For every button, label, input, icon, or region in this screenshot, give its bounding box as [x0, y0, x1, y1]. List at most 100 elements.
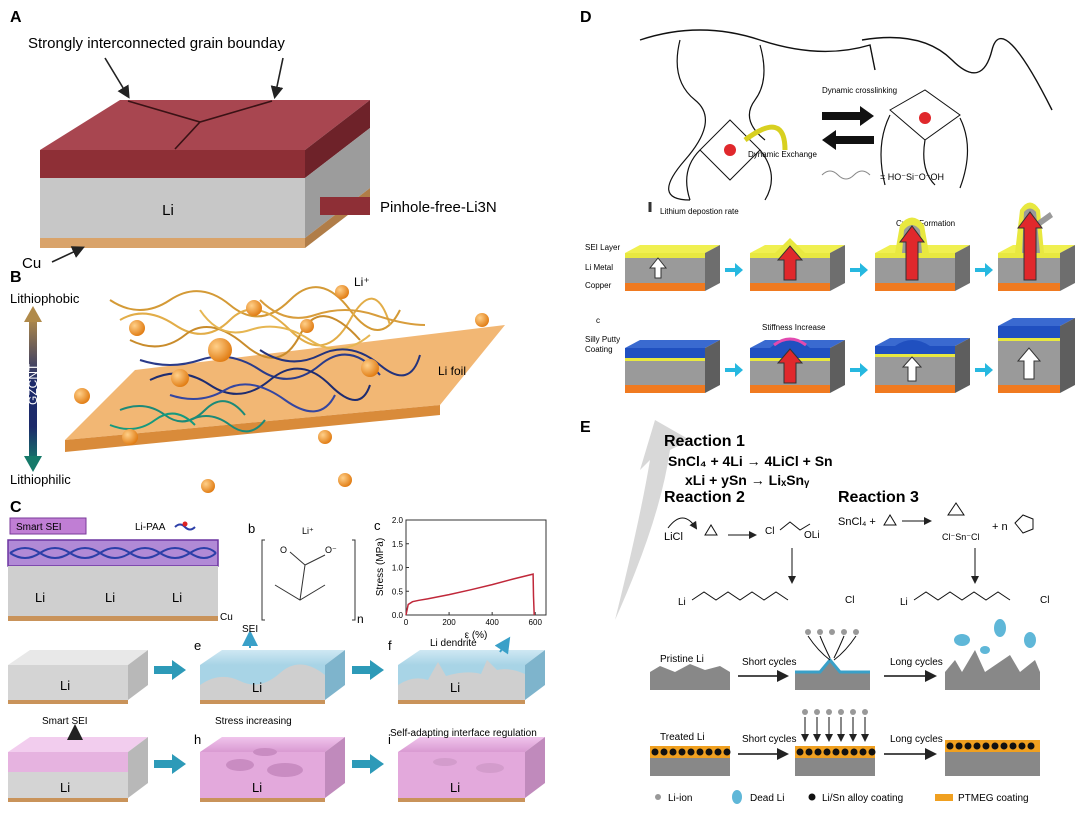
smart-sei-layer	[7, 539, 219, 567]
self-adapting-label: Self-adapting interface regulation	[390, 728, 537, 739]
svg-text:O: O	[280, 545, 287, 555]
alloy-particle	[651, 748, 659, 756]
legend-dead-li: Dead Li	[750, 793, 784, 804]
reaction1-eq2: xLi + ySn → LiₓSnᵧ	[685, 472, 810, 488]
alloy-particle	[823, 748, 831, 756]
li-label-c4: Li	[60, 678, 70, 693]
li-ion-dot	[838, 709, 844, 715]
alloy-particle	[1027, 742, 1035, 750]
nanotube-network	[109, 286, 426, 433]
alloy-particle	[964, 742, 972, 750]
li-dendrite-label: Li dendrite	[430, 638, 477, 649]
alloy-particle	[660, 748, 668, 756]
li-ion-dot	[814, 709, 820, 715]
panel-b: B Lithiophobic Lithiophilic GZCNT	[10, 269, 505, 493]
li3n-top-face	[40, 100, 370, 150]
panel-a-letter: A	[10, 9, 22, 26]
chart-plot-area	[405, 519, 547, 616]
n-subscript: n	[357, 612, 364, 626]
deposition-rate-label: Lithium depostion rate	[660, 207, 739, 216]
short-cycles-label-1: Short cycles	[742, 657, 796, 668]
grain-boundary-label: Strongly interconnected grain bounday	[28, 35, 285, 52]
li-label-a: Li	[162, 202, 174, 219]
alloy-particle	[868, 748, 876, 756]
lithiophobic-label: Lithiophobic	[10, 291, 80, 306]
svg-text:Li: Li	[900, 597, 908, 608]
cu-label-c: Cu	[220, 612, 233, 623]
alloy-particle	[982, 742, 990, 750]
sub-label-h: h	[194, 732, 201, 747]
treated-li-label: Treated Li	[660, 732, 705, 743]
stress-increasing-label: Stress increasing	[215, 716, 292, 727]
legend-ptmeg-marker	[935, 794, 953, 801]
panel-d-letter: D	[580, 9, 592, 26]
smart-sei-tag: Smart SEI	[16, 522, 62, 533]
y-tick-label: 2.0	[392, 516, 404, 525]
legend-li-ion: Li-ion	[668, 793, 692, 804]
reaction3-label: Reaction 3	[838, 489, 919, 506]
x-tick-label: 200	[442, 618, 456, 627]
li-ion-dot	[850, 709, 856, 715]
svg-text:Li: Li	[678, 597, 686, 608]
lithiophilic-label: Lithiophilic	[10, 472, 71, 487]
coating-label: Coating	[585, 345, 613, 354]
sei-label: SEI	[242, 624, 258, 635]
li-label-c3: Li	[172, 590, 182, 605]
sub-label-b: b	[248, 521, 255, 536]
li-label-c5: Li	[252, 680, 262, 695]
alloy-particle	[841, 748, 849, 756]
legend-label-li3n: Pinhole-free-Li3N	[380, 199, 497, 216]
sub-label-d-c: c	[596, 316, 600, 325]
reaction1-label: Reaction 1	[664, 433, 745, 450]
licl-label: LiCl	[664, 531, 683, 543]
svg-text:= HO⁻Si⁻O⁻OH: = HO⁻Si⁻O⁻OH	[880, 172, 944, 182]
long-cycles-label-1: Long cycles	[890, 657, 943, 668]
alloy-particle	[723, 748, 731, 756]
alloy-particle	[832, 748, 840, 756]
sei-layer-label: SEI Layer	[585, 243, 620, 252]
gradient-bar	[29, 318, 37, 463]
li-ion-dot	[802, 709, 808, 715]
alloy-particle	[696, 748, 704, 756]
alloy-particle	[1000, 742, 1008, 750]
y-tick-label: 0.0	[392, 611, 404, 620]
li-label-c8: Li	[252, 780, 262, 795]
sub-label-i: i	[388, 732, 391, 747]
panel-a: A Strongly interconnected grain bounday …	[10, 9, 497, 272]
alloy-particle	[1018, 742, 1026, 750]
stiffness-increase-label: Stiffness Increase	[762, 323, 826, 332]
li-label-c2: Li	[105, 590, 115, 605]
li-metal-label: Li Metal	[585, 263, 613, 272]
sncl4-label: SnCl₄ +	[838, 516, 876, 528]
li-ion-spheres	[74, 285, 489, 493]
stress-series-line	[405, 573, 535, 616]
dynamic-crosslinking-label: Dynamic crosslinking	[822, 86, 897, 95]
alloy-particle	[805, 748, 813, 756]
li-layer	[40, 178, 305, 238]
alloy-particle	[796, 748, 804, 756]
alloy-particle	[705, 748, 713, 756]
x-tick-label: 0	[404, 618, 409, 627]
x-tick-label: 400	[485, 618, 499, 627]
alloy-particle	[678, 748, 686, 756]
sub-label-f: f	[388, 638, 392, 653]
li-block-c	[8, 566, 218, 616]
panel-e: E Reaction 1 SnCl₄ + 4Li → 4LiCl + Sn xL…	[580, 419, 1049, 804]
pristine-li-block	[650, 664, 730, 690]
y-tick-label: 1.0	[392, 564, 404, 573]
legend-swatch-li3n	[320, 197, 370, 215]
alloy-particle	[814, 748, 822, 756]
short-cycles-label-2: Short cycles	[742, 734, 796, 745]
svg-text:Cl⁻Sn⁻Cl: Cl⁻Sn⁻Cl	[942, 532, 980, 542]
reaction2-label: Reaction 2	[664, 489, 745, 506]
crack-row-blocks	[625, 202, 1075, 291]
chart-ylabel: Stress (MPa)	[375, 538, 386, 596]
pristine-li-label: Pristine Li	[660, 654, 704, 665]
panel-e-legend: Li-ion Dead Li Li/Sn alloy coating PTMEG…	[655, 790, 1029, 804]
li-label-c1: Li	[35, 590, 45, 605]
reaction1-eq1: SnCl₄ + 4Li → 4LiCl + Sn	[668, 453, 833, 469]
alloy-particle	[1009, 742, 1017, 750]
legend-li-ion-marker	[655, 794, 661, 800]
x-tick-label: 600	[529, 618, 543, 627]
alloy-particle	[669, 748, 677, 756]
